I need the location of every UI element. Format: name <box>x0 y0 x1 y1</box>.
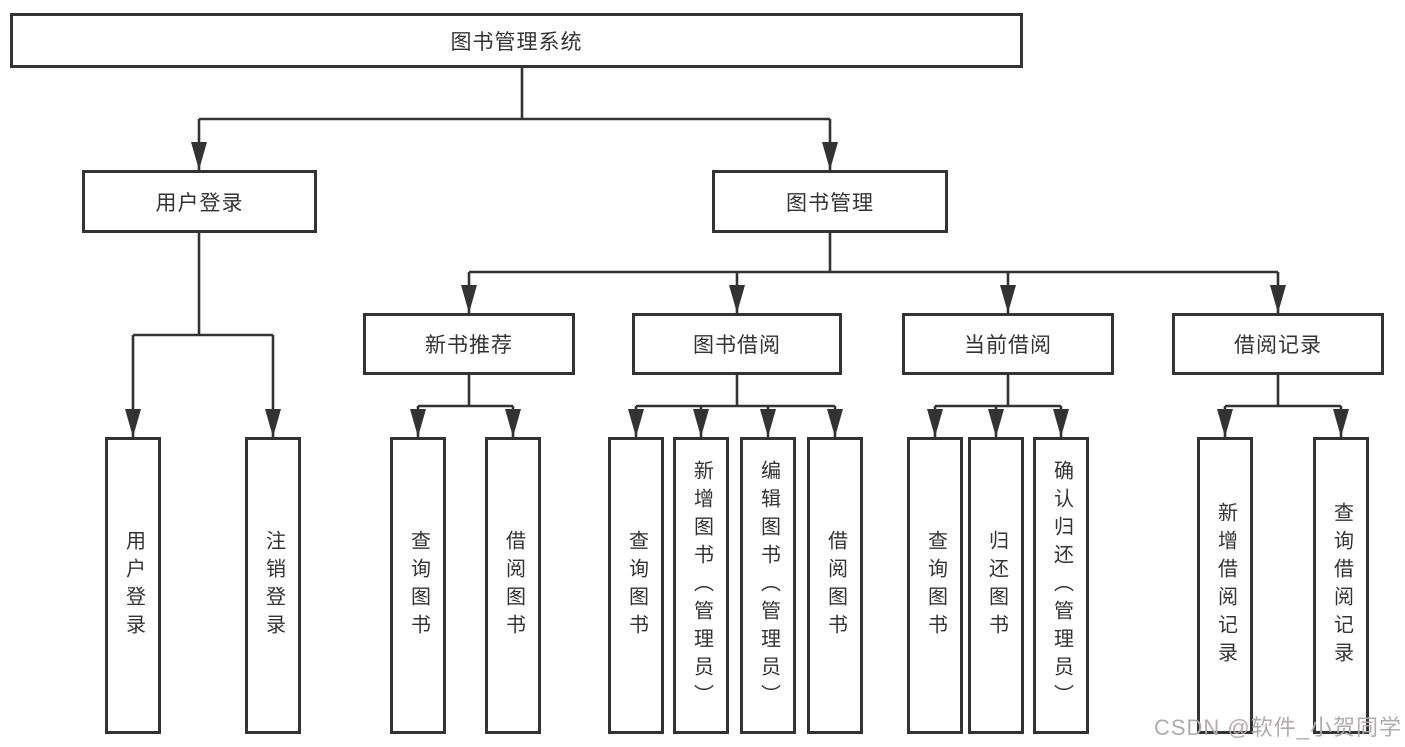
node-label: 确认归还（管理员） <box>1050 459 1073 712</box>
node-return-books: 归还图书 <box>968 437 1024 734</box>
connector-current-split <box>935 375 1061 408</box>
node-query-books-current: 查询图书 <box>907 437 963 734</box>
node-label: 用户登录 <box>122 529 145 642</box>
node-edit-books-admin: 编辑图书（管理员） <box>740 437 796 734</box>
node-user-login: 用户登录 <box>105 437 161 734</box>
node-label: 借阅图书 <box>824 529 847 642</box>
node-query-books-newrec: 查询图书 <box>390 437 446 734</box>
node-user-login-group: 用户登录 <box>82 170 317 233</box>
node-label: 归还图书 <box>985 529 1008 642</box>
node-label: 注销登录 <box>262 529 285 642</box>
node-label: 借阅图书 <box>502 529 525 642</box>
csdn-watermark: CSDN @软件_小贺同学 <box>1153 715 1402 740</box>
node-book-management: 图书管理 <box>712 170 948 233</box>
node-logout: 注销登录 <box>245 437 301 734</box>
node-add-borrow-record: 新增借阅记录 <box>1197 437 1253 734</box>
node-query-books-borrow: 查询图书 <box>608 437 664 734</box>
node-label: 查询借阅记录 <box>1330 501 1353 670</box>
node-current-borrowing: 当前借阅 <box>902 313 1114 375</box>
node-add-books-admin: 新增图书（管理员） <box>673 437 729 734</box>
node-label: 编辑图书（管理员） <box>757 459 780 712</box>
node-borrow-books-borrow: 借阅图书 <box>807 437 863 734</box>
connector-records-split <box>1225 375 1341 408</box>
connector-newrec-split <box>418 375 513 408</box>
node-label: 查询图书 <box>924 529 947 642</box>
connector-borrow-split <box>636 375 835 408</box>
connector-root-split <box>199 66 830 121</box>
node-library-management-system: 图书管理系统 <box>10 13 1023 68</box>
node-book-borrowing: 图书借阅 <box>632 313 842 375</box>
node-borrowing-records: 借阅记录 <box>1172 313 1384 375</box>
connector-bookmgmt-split <box>469 233 1278 274</box>
node-query-borrow-record: 查询借阅记录 <box>1313 437 1369 734</box>
node-new-book-recommend: 新书推荐 <box>363 313 575 375</box>
node-label: 查询图书 <box>625 529 648 642</box>
node-confirm-return-admin: 确认归还（管理员） <box>1033 437 1089 734</box>
node-borrow-books-newrec: 借阅图书 <box>485 437 541 734</box>
node-label: 新增图书（管理员） <box>690 459 713 712</box>
node-label: 新增借阅记录 <box>1214 501 1237 670</box>
node-label: 查询图书 <box>407 529 430 642</box>
connector-userlogin-split <box>133 233 273 337</box>
